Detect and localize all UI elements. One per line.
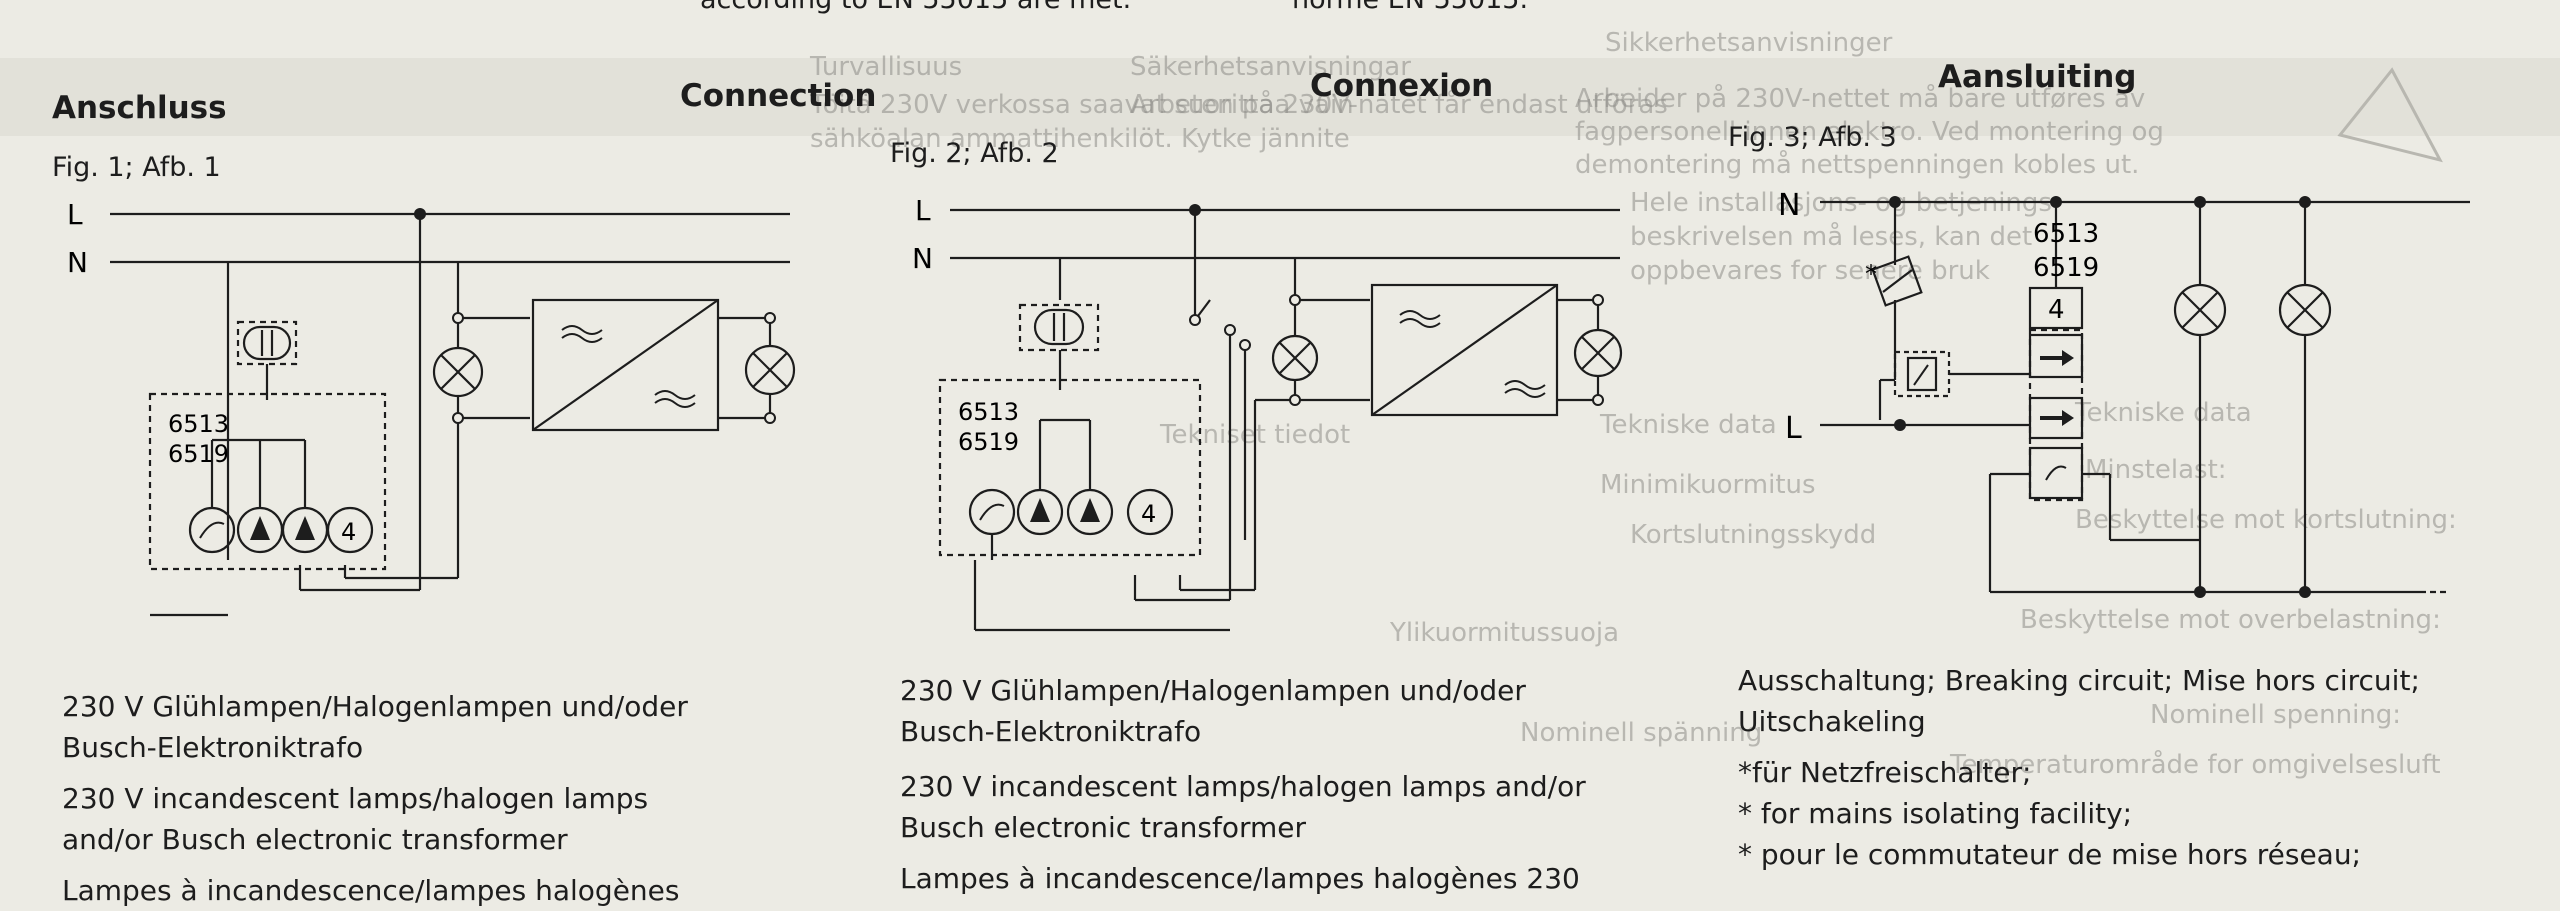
bleed-text: Töitä 230V verkossa saavat suorittaa vai… bbox=[810, 90, 1354, 120]
caption-line: Lampes à incandescence/lampes halogènes bbox=[62, 874, 680, 907]
bleed-text: beskrivelsen må leses, kan det bbox=[1630, 222, 2033, 252]
bleed-text: Nominell spänning bbox=[1520, 718, 1763, 748]
caption-line: 230 V incandescent lamps/halogen lamps a… bbox=[900, 770, 1586, 803]
bleed-text: Ylikuormitussuoja bbox=[1390, 618, 1620, 648]
caption-line: 230 V Glühlampen/Halogenlampen und/oder bbox=[62, 690, 688, 723]
line-label-n: N bbox=[912, 242, 933, 275]
line-label-n: N bbox=[1778, 188, 1800, 223]
caption-line: Ausschaltung; Breaking circuit; Mise hor… bbox=[1738, 664, 2420, 697]
unit-number: 4 bbox=[2048, 295, 2065, 325]
bleed-text: Beskyttelse mot overbelastning: bbox=[2020, 605, 2441, 635]
heading-connexion: Connexion bbox=[1310, 68, 1494, 104]
bleed-text: Sikkerhetsanvisninger bbox=[1605, 28, 1893, 58]
bleed-text: Temperaturområde for omgivelsesluft bbox=[1950, 750, 2441, 780]
model-number: 6513 bbox=[2033, 219, 2099, 249]
caption-line: 230 V Glühlampen/Halogenlampen und/oder bbox=[900, 674, 1526, 707]
line-label-l: L bbox=[1785, 411, 1802, 446]
bleed-text: Minstelast: bbox=[2085, 455, 2227, 485]
figure-label-2: Fig. 2; Afb. 2 bbox=[890, 138, 1059, 169]
bleed-text: Arbeten på 230V-nätet får endast utföras bbox=[1130, 90, 1668, 120]
caption-line: Lampes à incandescence/lampes halogènes … bbox=[900, 862, 1580, 895]
bleed-text: oppbevares for senere bruk bbox=[1630, 256, 1990, 286]
line-label-n: N bbox=[67, 246, 88, 279]
caption-line: Uitschakeling bbox=[1738, 705, 1926, 738]
model-number: 6519 bbox=[2033, 253, 2099, 283]
caption-line: * for mains isolating facility; bbox=[1738, 797, 2133, 830]
caption-line: Busch-Elektroniktrafo bbox=[62, 731, 364, 764]
model-number: 6513 bbox=[958, 398, 1019, 426]
unit-number: 4 bbox=[1141, 500, 1156, 528]
caption-line: Busch electronic transformer bbox=[900, 811, 1307, 844]
heading-aansluiting: Aansluiting bbox=[1938, 59, 2137, 95]
bleed-text: demontering må nettspenningen kobles ut. bbox=[1575, 150, 2140, 180]
caption-line: Busch-Elektroniktrafo bbox=[900, 715, 1202, 748]
asterisk-mark: * bbox=[1865, 260, 1877, 288]
bleed-text: fagpersonell innen elektro. Ved monterin… bbox=[1575, 117, 2164, 147]
top-clipped-text: norme EN 55015. bbox=[1292, 0, 1528, 15]
model-number: 6513 bbox=[168, 410, 229, 438]
bleed-text: Arbeider på 230V-nettet må bare utføres … bbox=[1575, 84, 2146, 114]
bleed-text: Säkerhetsanvisningar bbox=[1130, 52, 1411, 82]
bleed-text: sähköalan ammattihenkilöt. Kytke jännite bbox=[810, 124, 1350, 154]
figure-label-1: Fig. 1; Afb. 1 bbox=[52, 152, 221, 183]
bleed-text: Turvallisuus bbox=[810, 52, 963, 82]
bleed-text: Kortslutningsskydd bbox=[1630, 520, 1877, 550]
bleed-text: Tekniske data bbox=[2075, 398, 2252, 428]
top-clipped-text: according to EN 55015 are met. bbox=[700, 0, 1131, 15]
heading-anschluss: Anschluss bbox=[52, 90, 227, 126]
warning-triangle-icon bbox=[2337, 67, 2443, 163]
line-label-l: L bbox=[915, 194, 931, 227]
line-label-l: L bbox=[67, 198, 83, 231]
unit-number: 4 bbox=[341, 518, 356, 546]
caption-line: and/or Busch electronic transformer bbox=[62, 823, 568, 856]
header-band bbox=[0, 58, 2560, 136]
heading-connection: Connection bbox=[680, 78, 877, 114]
model-number: 6519 bbox=[168, 440, 229, 468]
bleed-text: Tekniske data bbox=[1600, 410, 1777, 440]
bleed-text: Beskyttelse mot kortslutning: bbox=[2075, 505, 2457, 535]
caption-line: * pour le commutateur de mise hors résea… bbox=[1738, 838, 2362, 871]
bleed-text: Nominell spenning: bbox=[2150, 700, 2402, 730]
figure-label-3: Fig. 3; Afb. 3 bbox=[1728, 122, 1897, 153]
bleed-text: Minimikuormitus bbox=[1600, 470, 1816, 500]
caption-line: *für Netzfreischalter; bbox=[1738, 756, 2032, 789]
model-number: 6519 bbox=[958, 428, 1019, 456]
caption-line: 230 V incandescent lamps/halogen lamps bbox=[62, 782, 649, 815]
